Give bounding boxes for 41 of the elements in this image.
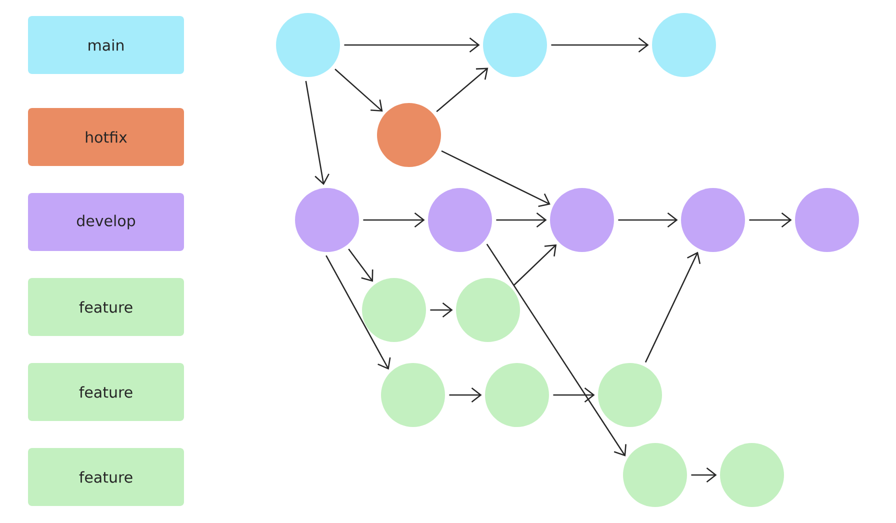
arrow (486, 244, 626, 456)
commit-circle (381, 363, 445, 427)
legend-label: feature (79, 471, 132, 483)
arrow (644, 252, 701, 363)
arrow (496, 212, 547, 228)
commit-circle (795, 188, 859, 252)
commit-circle (483, 13, 547, 77)
arrow (348, 248, 374, 282)
arrow (514, 244, 557, 286)
commit-circle (428, 188, 492, 252)
commit-circle (598, 363, 662, 427)
legend-label: main (88, 39, 124, 51)
commit-circle (623, 443, 687, 507)
arrow (551, 38, 649, 53)
arrow (436, 68, 488, 112)
commit-circle (276, 13, 340, 77)
legend-label: feature (79, 386, 132, 398)
legend-label: develop (76, 214, 136, 230)
arrow (553, 388, 595, 403)
arrow (326, 255, 391, 370)
commit-circle (652, 13, 716, 77)
arrow (441, 150, 550, 207)
commit-circle (362, 278, 426, 342)
commit-circle (485, 363, 549, 427)
arrow (305, 80, 330, 185)
arrow (691, 468, 717, 483)
legend-label: feature (79, 301, 132, 313)
commit-circle (550, 188, 614, 252)
arrow (749, 212, 792, 228)
arrow (363, 212, 425, 228)
arrow (430, 302, 453, 318)
arrow (344, 38, 480, 53)
commit-circle (377, 103, 441, 167)
arrow (449, 388, 482, 403)
arrow (334, 68, 383, 112)
commit-circle (681, 188, 745, 252)
commit-circle (295, 188, 359, 252)
commit-circle (720, 443, 784, 507)
arrow (618, 212, 678, 228)
commit-circle (456, 278, 520, 342)
legend-label: hotfix (86, 131, 127, 143)
